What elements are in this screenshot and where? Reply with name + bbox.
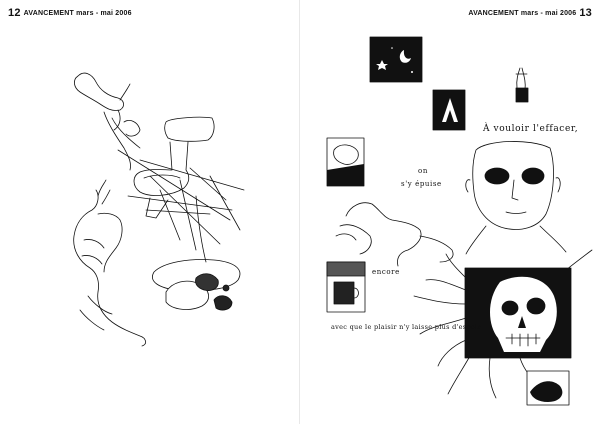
face-left-eye <box>484 167 510 185</box>
moon-icon <box>399 50 411 63</box>
left-running-title: AVANCEMENT mars - mai 2006 <box>23 10 132 17</box>
toilet-base <box>145 197 169 219</box>
left-page-number: 12 <box>8 7 21 19</box>
right-running-title: AVANCEMENT mars - mai 2006 <box>468 10 577 17</box>
rock-small <box>213 295 233 311</box>
small-hanging-figure <box>515 67 528 91</box>
large-face-drawing <box>472 141 554 230</box>
toilet-tank <box>164 116 215 142</box>
skull-drawing <box>490 276 557 352</box>
reclining-figure <box>339 202 454 267</box>
rock-outline <box>152 259 241 292</box>
face-right-eye <box>521 167 545 185</box>
caption-line-2: on <box>418 167 428 175</box>
lower-figure <box>73 189 146 347</box>
caption-line-5: avec que le plaisir n'y laisse plus d'es… <box>331 323 481 331</box>
star-icon <box>376 60 388 70</box>
scribble-lines <box>117 149 245 251</box>
caption-line-1: À vouloir l'effacer, <box>483 124 579 134</box>
page-gutter <box>299 0 300 424</box>
caption-line-3: s'y épuise <box>401 180 442 188</box>
upper-figure-legs <box>103 111 141 171</box>
upper-figure-arm <box>113 83 131 131</box>
rock <box>165 280 209 310</box>
right-page-number: 13 <box>579 7 592 19</box>
toilet-bowl <box>133 141 190 196</box>
caption-line-4: encore <box>372 268 400 276</box>
night-sky-panel <box>369 36 423 83</box>
rock-dark <box>195 273 219 291</box>
pendulum-line <box>195 195 207 263</box>
upper-figure <box>74 72 124 111</box>
